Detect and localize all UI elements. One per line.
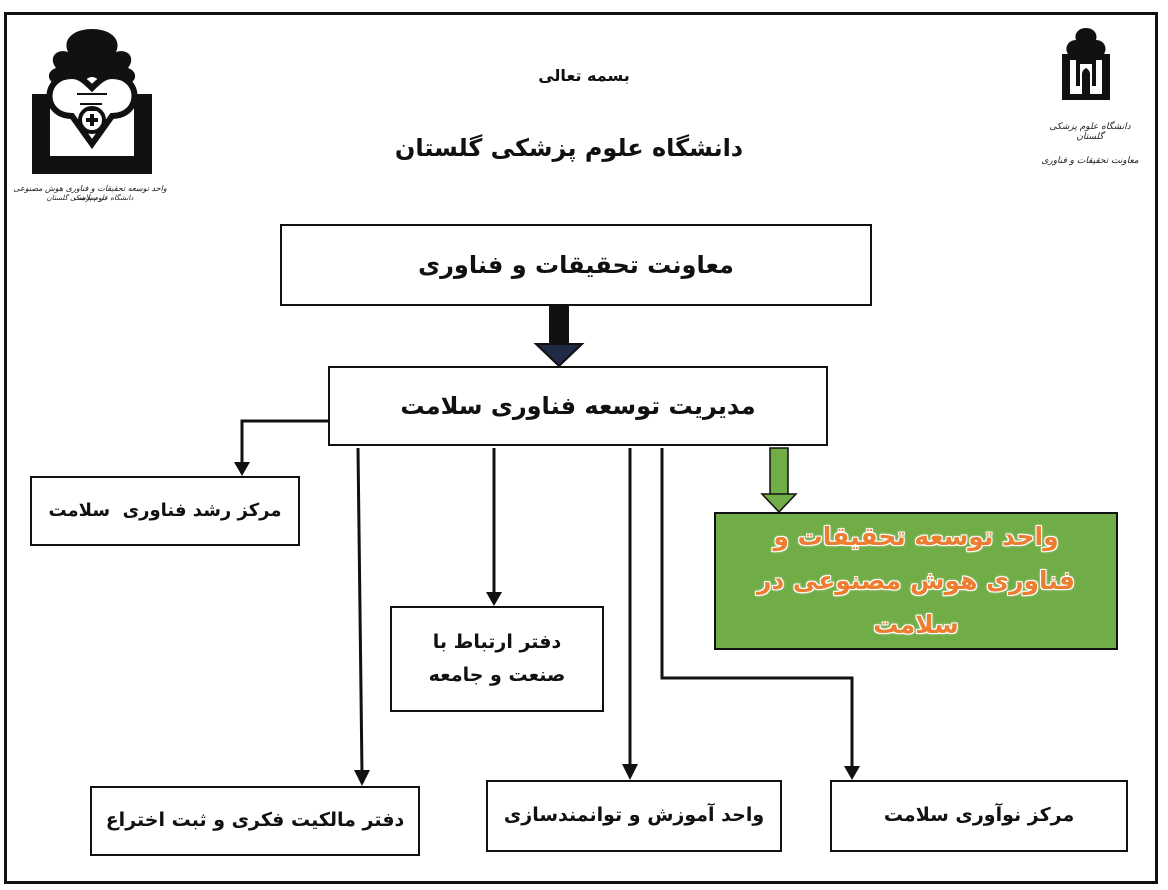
node-health-tech-management: مدیریت توسعه فناوری سلامت: [328, 366, 828, 446]
node-vice-chancellor: معاونت تحقیقات و فناوری: [280, 224, 872, 306]
university-title: دانشگاه علوم پزشکی گلستان: [394, 134, 744, 162]
left-logo-caption-2: دانشگاه علوم پزشکی گلستان: [46, 194, 134, 202]
node-growth-center: مرکز رشد فناوری سلامت: [30, 476, 300, 546]
right-logo-caption-2: معاونت تحقیقات و فناوری: [1041, 156, 1139, 166]
node-ip-office: دفتر مالکیت فکری و ثبت اختراع: [90, 786, 420, 856]
university-logo: [1058, 26, 1114, 102]
node-innovation-center: مرکز نوآوری سلامت: [830, 780, 1128, 852]
node-ai-unit: واحد توسعه تحقیقات و فناوری هوش مصنوعی د…: [714, 512, 1118, 650]
left-logo-caption-1: واحد توسعه تحقیقات و فناوری هوش مصنوعی د…: [13, 184, 167, 202]
node-training-unit: واحد آموزش و توانمندسازی: [486, 780, 782, 852]
outer-frame: [4, 12, 1158, 884]
basmala: بسمه تعالی: [538, 66, 630, 85]
main-arrow-shaft: [549, 306, 569, 346]
right-logo-caption-1: دانشگاه علوم پزشکی گلستان: [1049, 122, 1131, 142]
main-arrow-head: [533, 343, 585, 368]
ai-unit-logo: [22, 24, 162, 184]
node-industry-office: دفتر ارتباط با صنعت و جامعه: [390, 606, 604, 712]
